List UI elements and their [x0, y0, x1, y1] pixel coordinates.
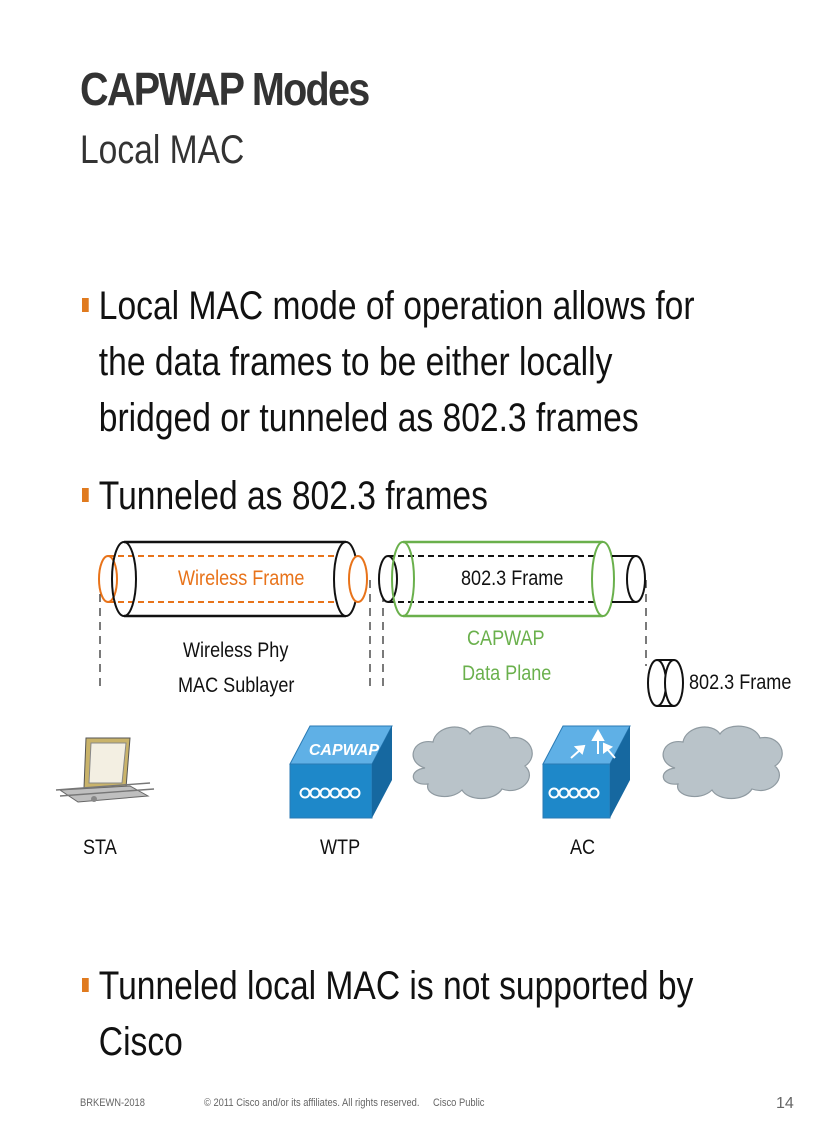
wtp-label: WTP [320, 836, 361, 859]
data-plane-label: Data Plane [462, 662, 552, 685]
ethernet-frame-right-label: 802.3 Frame [689, 671, 792, 694]
bullet-square-icon [82, 978, 89, 992]
wireless-frame-tunnel [98, 540, 368, 618]
capwap-label: CAPWAP [467, 627, 545, 650]
capwap-tunnel [378, 540, 646, 618]
sta-label: STA [83, 836, 117, 859]
bullet-text: Local MAC mode of operation allows for t… [98, 284, 695, 440]
wtp-capwap-badge: CAPWAP [309, 742, 380, 759]
network-cloud-icon [412, 725, 533, 800]
bullet-not-supported: Tunneled local MAC is not supported by C… [82, 958, 695, 1070]
footer-classification: Cisco Public [433, 1097, 485, 1109]
footer-code: BRKEWN-2018 [80, 1097, 145, 1109]
ac-controller-icon [542, 725, 631, 819]
footer-copyright: © 2011 Cisco and/or its affiliates. All … [204, 1097, 420, 1109]
bullet-local-mac-modes: Local MAC mode of operation allows for t… [82, 278, 695, 446]
page-title: CAPWAP Modes [80, 63, 370, 115]
page-subtitle: Local MAC [80, 128, 245, 172]
laptop-icon [55, 737, 155, 803]
ethernet-frame-cylinder [647, 659, 684, 707]
page-number: 14 [776, 1095, 794, 1112]
bullet-square-icon [82, 298, 89, 312]
bullet-square-icon [82, 488, 89, 502]
mac-sublayer-label: MAC Sublayer [178, 674, 295, 697]
bullet-text: Tunneled as 802.3 frames [98, 474, 488, 518]
wireless-phy-label: Wireless Phy [183, 639, 289, 662]
bullet-tunneled: Tunneled as 802.3 frames [82, 468, 695, 524]
network-cloud-icon [662, 725, 783, 800]
ac-label: AC [570, 836, 596, 859]
bullet-text: Tunneled local MAC is not supported by C… [98, 964, 694, 1064]
ethernet-frame-label: 802.3 Frame [461, 567, 564, 590]
wtp-device-icon: CAPWAP [289, 725, 393, 819]
wireless-frame-label: Wireless Frame [178, 567, 305, 590]
